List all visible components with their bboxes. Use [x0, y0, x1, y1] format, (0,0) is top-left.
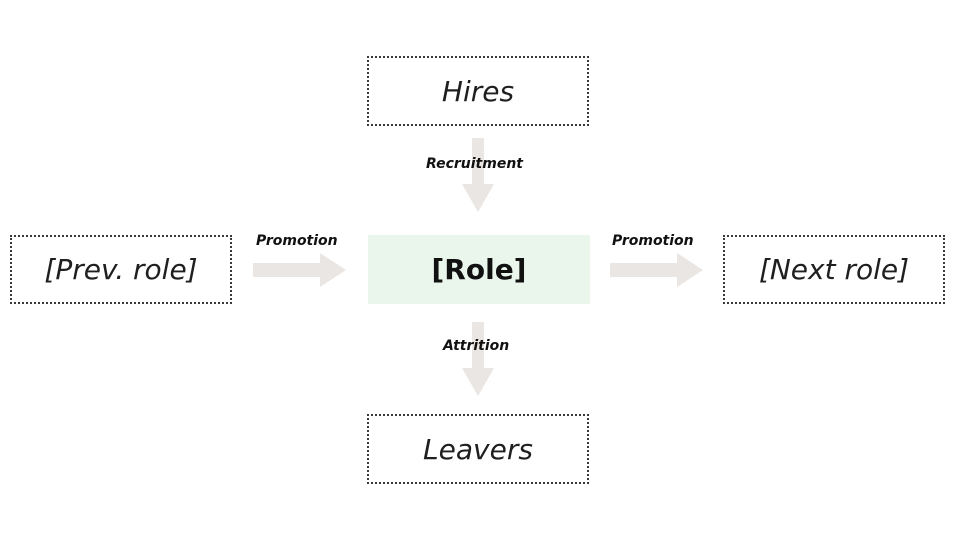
next-role-node: [Next role] — [723, 235, 945, 304]
promotion-in-label: Promotion — [256, 233, 338, 249]
promotion-in-arrow — [253, 253, 346, 287]
prev-role-label: [Prev. role] — [44, 253, 198, 286]
recruitment-arrow — [462, 138, 494, 212]
role-label: [Role] — [431, 253, 527, 286]
promotion-out-arrow — [610, 253, 703, 287]
role-node: [Role] — [368, 235, 590, 304]
promotion-out-label: Promotion — [612, 233, 694, 249]
attrition-arrow — [462, 322, 494, 396]
attrition-label: Attrition — [443, 338, 510, 354]
next-role-label: [Next role] — [758, 253, 910, 286]
hires-node: Hires — [367, 56, 589, 126]
recruitment-label: Recruitment — [426, 156, 523, 172]
prev-role-node: [Prev. role] — [10, 235, 232, 304]
hires-label: Hires — [441, 74, 515, 108]
leavers-label: Leavers — [423, 432, 533, 466]
leavers-node: Leavers — [367, 414, 589, 484]
